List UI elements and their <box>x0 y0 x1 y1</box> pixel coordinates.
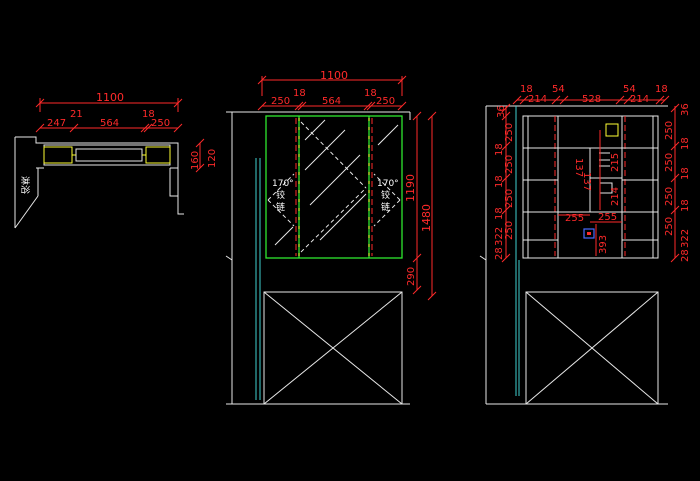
sec-inner-5: 393 <box>598 235 609 254</box>
front-seg-4: 18 <box>364 88 377 99</box>
sec-top-1: 18 <box>520 84 533 95</box>
plan-overall-dim: 1100 <box>96 91 124 104</box>
front-seg-5: 250 <box>376 96 395 107</box>
plan-side-2: 120 <box>207 149 218 168</box>
sec-right-8: 250 <box>664 217 675 236</box>
sec-right-1: 36 <box>680 103 691 116</box>
sec-right-3: 18 <box>680 137 691 150</box>
sec-top-3: 54 <box>552 84 565 95</box>
front-seg-1: 250 <box>271 96 290 107</box>
front-seg-2: 18 <box>293 88 306 99</box>
sec-right-4: 250 <box>664 153 675 172</box>
sec-inner-3: 215 <box>610 153 621 172</box>
plan-seg-1: 247 <box>47 118 66 129</box>
hinge-right-text-1: 铰 <box>381 189 390 201</box>
side-section: 18 214 54 528 54 214 18 <box>479 84 691 405</box>
sec-inner-6: 137 <box>581 172 592 191</box>
front-elevation: 1100 250 18 564 18 250 <box>225 69 437 405</box>
sec-inner-4: 214 <box>610 187 621 206</box>
hinge-right-text-2: 链 <box>381 201 390 213</box>
sec-right-7: 18 <box>680 199 691 212</box>
sec-left-2: 250 <box>504 123 515 142</box>
plan-side-1: 160 <box>190 151 201 170</box>
sec-left-8: 250 <box>504 221 515 240</box>
sec-right-5: 18 <box>680 167 691 180</box>
sec-left-1: 36 <box>496 105 507 118</box>
front-height-1480: 1480 <box>420 204 433 232</box>
sec-right-9: 322 <box>680 229 691 248</box>
front-seg-3: 564 <box>322 96 341 107</box>
sec-inner-2: 255 <box>598 212 617 223</box>
sec-left-10: 28 <box>494 247 505 260</box>
sec-top-5: 54 <box>623 84 636 95</box>
sec-left-6: 250 <box>504 189 515 208</box>
front-height-290: 290 <box>406 267 417 286</box>
plan-seg-2: 21 <box>70 109 83 120</box>
hinge-left-text-1: 铰 <box>276 189 285 201</box>
sec-right-6: 250 <box>664 187 675 206</box>
sec-left-9: 322 <box>494 227 505 246</box>
sec-top-4: 528 <box>582 94 601 105</box>
sec-top-2: 214 <box>528 94 547 105</box>
sec-left-4: 250 <box>504 155 515 174</box>
sec-top-6: 214 <box>630 94 649 105</box>
front-overall-dim: 1100 <box>320 69 348 82</box>
front-height-1190: 1190 <box>404 174 417 202</box>
hinge-left-text-2: 链 <box>276 201 285 213</box>
plan-view: 1100 247 21 564 18 250 160 120 淋浴 <box>14 91 218 229</box>
sec-left-7: 18 <box>494 207 505 220</box>
sec-inner-1: 255 <box>565 213 584 224</box>
hinge-left-angle: 170° <box>272 179 294 189</box>
sec-left-3: 18 <box>494 143 505 156</box>
hinge-right-angle: 170° <box>377 179 399 189</box>
sec-right-10: 28 <box>680 249 691 262</box>
plan-seg-3: 564 <box>100 118 119 129</box>
plan-seg-5: 250 <box>151 118 170 129</box>
sec-inner-7: 137 <box>573 158 584 177</box>
sec-left-5: 18 <box>494 175 505 188</box>
shower-label: 淋浴 <box>19 176 31 194</box>
sec-right-2: 250 <box>664 121 675 140</box>
sec-top-7: 18 <box>655 84 668 95</box>
plan-seg-4: 18 <box>142 109 155 120</box>
